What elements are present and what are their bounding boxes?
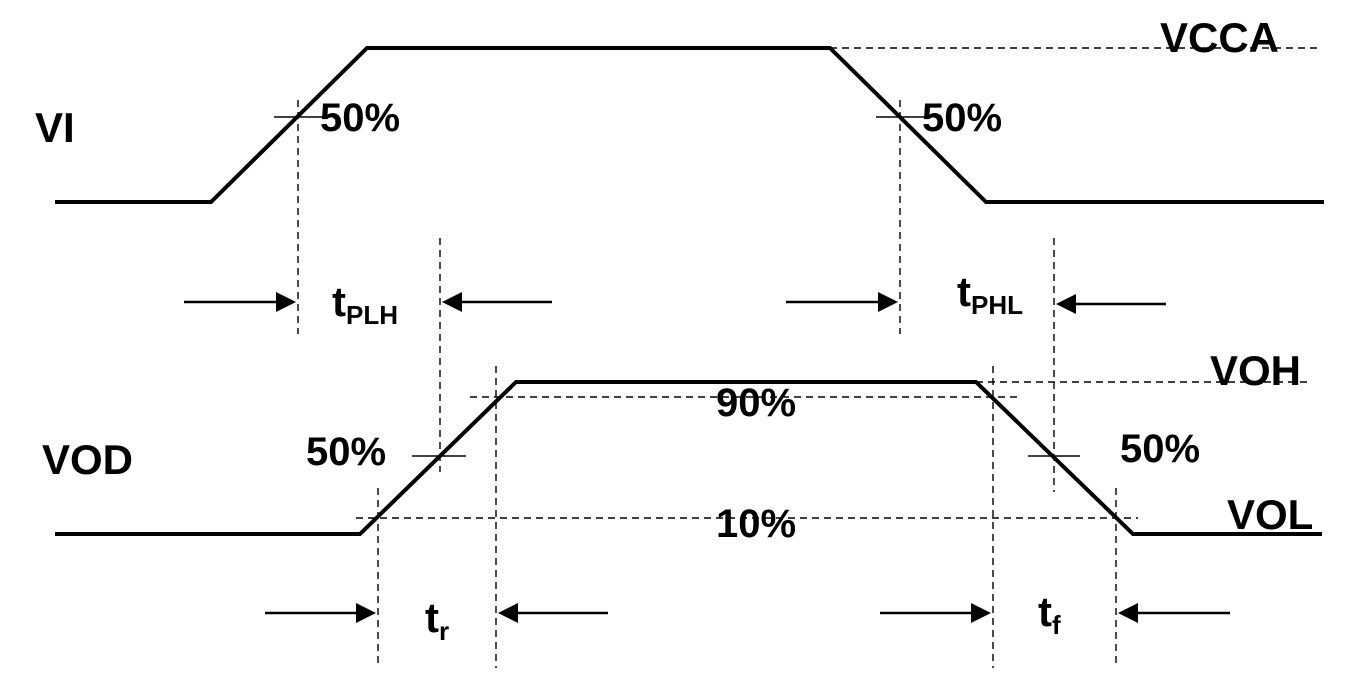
- tplh-left-arrow: [184, 292, 296, 312]
- vol-label: VOL: [1227, 491, 1313, 538]
- input-fall-threshold-label: 50%: [922, 96, 1002, 140]
- tphl-label: tPHL: [957, 268, 1023, 320]
- input-waveform: [55, 46, 1324, 204]
- output-waveform: [55, 380, 1322, 536]
- voh-label: VOH: [1210, 347, 1301, 394]
- tf-label: tf: [1038, 588, 1061, 640]
- tr-label: tr: [425, 594, 449, 646]
- output-signal-label: VOD: [42, 436, 133, 483]
- tf-right-arrow: [1118, 603, 1230, 623]
- output-rise-threshold-label: 50%: [306, 430, 386, 474]
- tplh-label-main: t: [332, 278, 346, 325]
- tphl-right-arrow: [1056, 294, 1166, 314]
- tr-right-arrow: [498, 603, 608, 623]
- tr-label-sub: r: [439, 616, 449, 646]
- input-signal-label: VI: [35, 104, 75, 151]
- tplh-right-arrow: [442, 292, 552, 312]
- tplh-label: tPLH: [332, 278, 398, 330]
- tf-left-arrow: [880, 603, 991, 623]
- tf-label-main: t: [1038, 588, 1052, 635]
- output-upper-threshold-label: 90%: [716, 381, 796, 425]
- tphl-label-sub: PHL: [971, 290, 1023, 320]
- output-fall-threshold-label: 50%: [1120, 427, 1200, 471]
- tphl-left-arrow: [786, 292, 898, 312]
- output-lower-threshold-label: 10%: [716, 502, 796, 546]
- vcca-label: VCCA: [1160, 14, 1279, 61]
- tf-label-sub: f: [1052, 610, 1061, 640]
- tplh-label-sub: PLH: [346, 300, 398, 330]
- input-rise-threshold-label: 50%: [320, 96, 400, 140]
- tr-left-arrow: [265, 603, 376, 623]
- tr-label-main: t: [425, 594, 439, 641]
- tphl-label-main: t: [957, 268, 971, 315]
